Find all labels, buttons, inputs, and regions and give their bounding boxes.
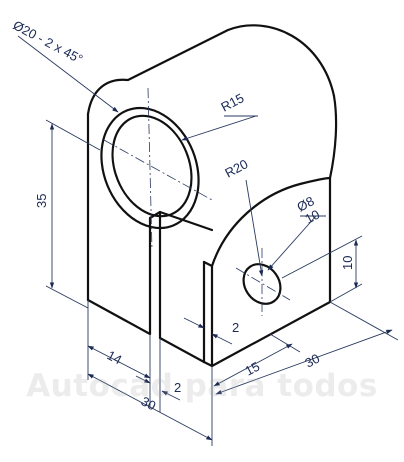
r15-leader: [181, 115, 257, 141]
dim-10-ext-bottom: [329, 283, 363, 303]
top-arc-front: [86, 24, 336, 116]
dim-30d-ext: [329, 301, 399, 341]
dim-30d-line: [215, 329, 393, 395]
hole-leader: [267, 215, 317, 271]
dim-gap-bottom-label: 2: [174, 380, 181, 395]
dim-height-label: 35: [34, 194, 49, 208]
dimension-labels: Ø20 - 2 x 45° R15 R20 Ø8 10 35 10 2 14 2…: [11, 17, 355, 413]
hole-centerline-1: [235, 267, 291, 301]
dim-hole-height-label: 10: [340, 256, 355, 270]
dim-14-line: [87, 345, 151, 379]
part-outline: [86, 24, 338, 368]
dim-35-ext-bottom: [45, 285, 89, 309]
small-hole-ellipse: [242, 263, 282, 305]
bore-ellipse-inner: [111, 114, 193, 218]
watermark-text: Autocad para todos: [26, 368, 378, 404]
dim-slot-width-label: 2: [232, 320, 239, 335]
dim-hole-depth-label: 10: [302, 207, 322, 227]
dim-r20-label: R20: [222, 156, 250, 180]
dim-depth-total-label: 30: [302, 351, 322, 371]
dim-35-ext-top: [45, 119, 101, 151]
bore-centerline-vertical: [147, 87, 153, 251]
front-step-top: [158, 336, 206, 364]
dim-r15-label: R15: [218, 90, 246, 114]
dim-2-slot-line: [183, 317, 205, 329]
front-arc-r20: [210, 176, 332, 268]
dim-30w-line: [87, 373, 213, 441]
back-right-edge: [328, 94, 338, 180]
bore-ellipse-outer: [100, 106, 200, 230]
dim-left-width-label: 14: [105, 347, 125, 367]
bore-centerline-diagonal: [103, 139, 213, 201]
r20-leader: [245, 179, 264, 277]
dim-2-slot-line-b: [211, 333, 233, 345]
dimension-lines: [17, 35, 399, 446]
dim-15-ext: [269, 333, 301, 353]
dim-10-ext-top: [281, 235, 363, 279]
center-lines: [103, 87, 291, 316]
front-bottom-edge: [202, 360, 214, 368]
bottom-left-edge: [86, 298, 152, 336]
dim-depth-half-label: 15: [242, 359, 262, 379]
dim-hole-dia-label: Ø8: [294, 193, 316, 214]
dim-total-width-label: 30: [139, 393, 159, 413]
chamfer-leader: [17, 35, 119, 113]
